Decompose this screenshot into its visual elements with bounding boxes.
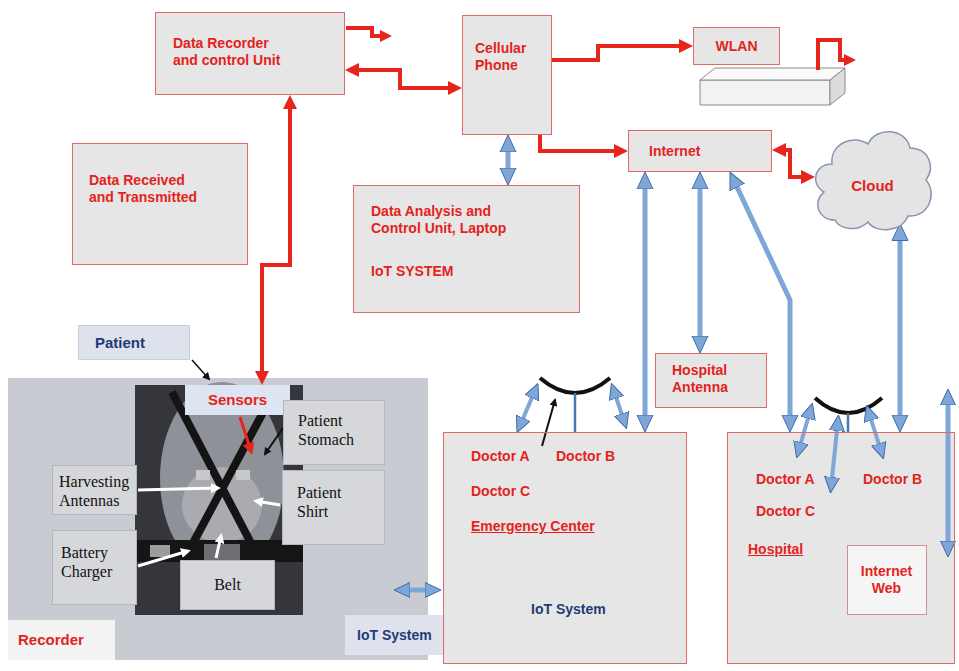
node-label: Data Received and Transmitted [89, 172, 205, 206]
device-box: Cellular Phone [462, 15, 552, 135]
process-box: Data Received and Transmitted [72, 143, 248, 265]
node-label: Battery Charger [61, 543, 132, 581]
node-label: Patient Stomach [298, 411, 368, 449]
cloud-shape: Cloud [810, 120, 935, 235]
connector-arrow [358, 70, 449, 88]
recorder-device [204, 544, 240, 560]
device-box: WLAN [693, 27, 780, 65]
connector-arrow [898, 240, 903, 417]
leader-arrow [265, 428, 283, 454]
network-box: Internet [628, 130, 772, 172]
node-label: Doctor B [863, 471, 922, 488]
node-label: Cloud [851, 177, 894, 195]
node-label: Internet [649, 143, 700, 160]
site-box: Doctor A Doctor B Doctor C Emergency Center… [443, 432, 687, 664]
node-label: Internet Web [855, 563, 919, 597]
node-label: Hospital Antenna [672, 362, 752, 396]
node-label: Doctor B [556, 448, 615, 465]
router-top [700, 68, 845, 80]
signal-arrow [346, 28, 388, 36]
connector-arrow [643, 188, 648, 416]
antenna-stem [847, 413, 850, 432]
antenna-patch [236, 470, 250, 480]
leader-arrow [216, 536, 221, 558]
leader-arrow [256, 501, 280, 505]
callout-box: Sensors [185, 385, 290, 415]
callout-box: Patient Stomach [283, 400, 385, 465]
antenna-link-arrow [519, 388, 536, 428]
callout-box: Patient Shirt [282, 470, 385, 545]
node-label: Doctor C [756, 503, 815, 520]
iot-link-arrow [399, 588, 436, 593]
callout-box: Patient [78, 325, 190, 360]
node-label: Harvesting Antennas [59, 472, 132, 510]
leader-arrow [240, 417, 251, 451]
antenna-patch [196, 470, 210, 480]
connector-arrow [552, 46, 680, 60]
callout-box: Battery Charger [52, 530, 137, 605]
node-label: Data Recorder and control Unit [173, 35, 289, 69]
site-box: Doctor A Doctor B Doctor C HospitalInternet… [727, 432, 955, 664]
antenna-stem [574, 393, 577, 432]
node-label: IoT System [357, 627, 432, 644]
site-ground [443, 432, 687, 664]
router-antenna-arrow [818, 40, 852, 70]
antenna-link-arrow [798, 408, 811, 453]
antenna-link-arrow [542, 400, 555, 446]
router-front [700, 80, 830, 105]
leader-arrow [192, 360, 209, 379]
callout-box: IoT System [345, 615, 445, 655]
process-box: Data Recorder and control Unit [155, 12, 345, 95]
process-box: Data Analysis and Control Unit, LaptopIo… [353, 185, 580, 313]
callout-box: Belt [180, 560, 275, 610]
web-box: Internet Web [847, 545, 927, 615]
node-label: Doctor C [471, 483, 530, 500]
connector-arrow [506, 151, 511, 169]
antenna-link-arrow [613, 388, 625, 424]
callout-box: Recorder [8, 620, 115, 660]
antenna-link-arrow [831, 420, 838, 488]
node-label: Cellular Phone [475, 40, 541, 74]
node-label: Belt [214, 575, 241, 594]
node-label: IoT System [531, 601, 606, 618]
cloud-outline [816, 132, 932, 230]
node-label: Patient Shirt [297, 483, 357, 521]
node-label: Patient [95, 334, 145, 352]
callout-box: Hospital Antenna [655, 353, 767, 408]
node-label: Sensors [208, 391, 267, 409]
connector-arrow [262, 108, 290, 372]
node-label: Data Analysis and Control Unit, Laptop [371, 203, 521, 237]
connector-arrow [785, 150, 802, 177]
leader-arrow [138, 488, 218, 490]
node-label: Doctor A [756, 471, 815, 488]
patient-stomach-shape [182, 467, 262, 543]
connector-arrow [540, 135, 615, 151]
router-side [830, 68, 845, 105]
node-label: IoT SYSTEM [371, 263, 453, 280]
web-link-arrow [946, 394, 951, 552]
node-label: WLAN [716, 38, 758, 55]
node-label: Doctor A [471, 448, 530, 465]
site-ground [727, 432, 955, 664]
antenna-dish [540, 378, 610, 393]
node-label: Emergency Center [471, 518, 595, 535]
node-label: Hospital [748, 541, 803, 558]
callout-box: Harvesting Antennas [52, 465, 137, 515]
connector-arrow [698, 188, 703, 337]
antenna-dish [815, 398, 882, 413]
battery-device [150, 545, 170, 557]
node-label: Recorder [18, 631, 84, 649]
